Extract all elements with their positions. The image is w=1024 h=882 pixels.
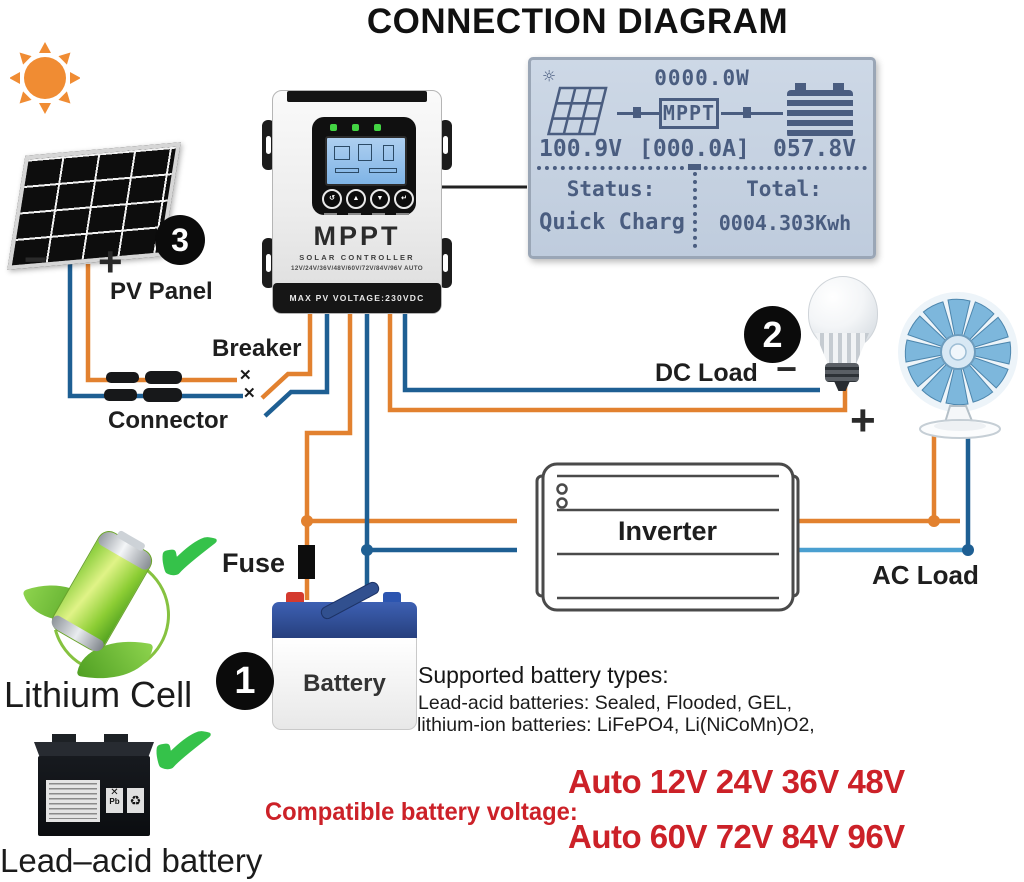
breaker-x-icon: ✕ xyxy=(239,367,252,384)
down-button-icon: ▼ xyxy=(370,189,390,209)
status-led-icon xyxy=(330,124,337,131)
compatible-voltage-label: Compatible battery voltage: xyxy=(265,798,578,826)
dc-load-badge: 2 xyxy=(744,306,801,363)
sun-icon xyxy=(10,42,80,114)
check-icon: ✔ xyxy=(147,509,229,606)
lcd-total-label: Total: xyxy=(746,177,822,201)
lithium-cell-label: Lithium Cell xyxy=(4,674,193,715)
junction-dot xyxy=(928,515,940,527)
mc4-connector-icon xyxy=(104,389,137,401)
lcd-display-panel: ☼ 0000.0W MPPT 100.9V [000.0A] 057.8V St… xyxy=(528,57,876,259)
controller-max-pv-label: MAX PV VOLTAGE:230VDC xyxy=(273,283,441,313)
controller-top-terminals xyxy=(287,91,427,102)
junction-dot xyxy=(301,515,313,527)
connector-label: Connector xyxy=(108,407,228,434)
status-led-icon xyxy=(374,124,381,131)
battery-label: Battery xyxy=(303,669,386,697)
pv-plus-label: + xyxy=(98,238,123,285)
solar-controller: ↺ ▲ ▼ ↵ MPPT SOLAR CONTROLLER 12V/24V/36… xyxy=(262,86,452,314)
inverter-label: Inverter xyxy=(617,516,718,546)
lcd-mppt-box: MPPT xyxy=(659,98,719,129)
voltage-line-2: Auto 60V 72V 84V 96V xyxy=(568,818,905,855)
check-icon: ✔ xyxy=(141,703,223,800)
lcd-total-value: 0004.303Kwh xyxy=(718,211,852,235)
mounting-bracket-icon xyxy=(262,120,275,170)
lcd-pv-voltage: 100.9V xyxy=(539,136,623,162)
dc-plus-label: + xyxy=(850,396,876,445)
fuse-icon xyxy=(298,545,315,579)
lcd-status-value: Quick Charg xyxy=(539,210,685,235)
lcd-power-value: 0000.0W xyxy=(654,66,750,90)
up-button-icon: ▲ xyxy=(346,189,366,209)
mounting-bracket-icon xyxy=(439,238,452,288)
battery-types-heading: Supported battery types: xyxy=(418,662,669,688)
lcd-battery-icon xyxy=(787,83,853,138)
breaker-orange-wire xyxy=(260,314,313,400)
breaker-blue-wire xyxy=(263,314,330,418)
breaker-x-icon: ✕ xyxy=(243,385,256,402)
controller-body: ↺ ▲ ▼ ↵ MPPT SOLAR CONTROLLER 12V/24V/36… xyxy=(272,90,442,314)
dc-load-plus-wire xyxy=(387,314,848,413)
pv-plus-wire xyxy=(85,264,237,383)
battery-badge: 1 xyxy=(216,652,274,710)
battery-icon: Battery xyxy=(272,579,417,730)
mounting-bracket-icon xyxy=(439,120,452,170)
lcd-status-label: Status: xyxy=(566,177,656,201)
dc-load-label: DC Load xyxy=(655,359,758,387)
fuse-label: Fuse xyxy=(222,548,286,578)
crossed-bin-icon: ✕ xyxy=(110,787,119,798)
fan-icon xyxy=(898,292,1018,439)
lcd-vertical-divider xyxy=(693,172,697,248)
pv-minus-label: − xyxy=(24,238,48,282)
page-title: CONNECTION DIAGRAM xyxy=(366,2,789,41)
junction-dot xyxy=(361,544,373,556)
breaker-label: Breaker xyxy=(212,335,302,362)
lcd-horizontal-divider xyxy=(537,166,867,170)
junction-dot xyxy=(962,544,974,556)
inverter-box xyxy=(535,462,800,612)
lcd-current: [000.0A] xyxy=(639,136,750,162)
controller-front-panel: ↺ ▲ ▼ ↵ xyxy=(312,117,416,215)
lcd-sun-icon: ☼ xyxy=(543,64,556,88)
lcd-solar-panel-icon xyxy=(546,86,608,136)
mc4-connector-icon xyxy=(145,371,182,384)
pv-minus-wire xyxy=(67,264,243,399)
controller-voltage-range: 12V/24V/36V/48V/60V/72V/84V/96V AUTO xyxy=(291,265,423,272)
recycle-icon: ♻ xyxy=(129,793,142,808)
mc4-connector-icon xyxy=(143,388,182,402)
controller-name: MPPT xyxy=(313,221,401,251)
lead-acid-label: Lead–acid battery xyxy=(0,842,263,879)
mounting-bracket-icon xyxy=(262,238,275,288)
status-led-icon xyxy=(352,124,359,131)
pv-panel-label: PV Panel xyxy=(110,278,213,305)
controller-subtitle: SOLAR CONTROLLER xyxy=(299,253,415,262)
battery-types-line1: Lead-acid batteries: Sealed, Flooded, GE… xyxy=(418,692,792,714)
dc-load-minus-wire xyxy=(402,314,820,393)
enter-button-icon: ↵ xyxy=(394,189,414,209)
pb-label: Pb xyxy=(109,797,120,806)
light-bulb-icon xyxy=(800,276,886,394)
lead-acid-battery-icon: ✕ Pb ♻ xyxy=(30,732,160,840)
pv-panel-badge: 3 xyxy=(155,215,205,265)
mc4-connector-icon xyxy=(106,372,139,383)
lcd-battery-voltage: 057.8V xyxy=(773,136,857,162)
power-button-icon: ↺ xyxy=(322,189,342,209)
voltage-line-1: Auto 12V 24V 36V 48V xyxy=(568,763,905,800)
ac-load-label: AC Load xyxy=(872,560,979,590)
controller-lcd-icon xyxy=(325,136,407,186)
battery-types-line2: lithium-ion batteries: LiFePO4, Li(NiCoM… xyxy=(417,714,815,736)
